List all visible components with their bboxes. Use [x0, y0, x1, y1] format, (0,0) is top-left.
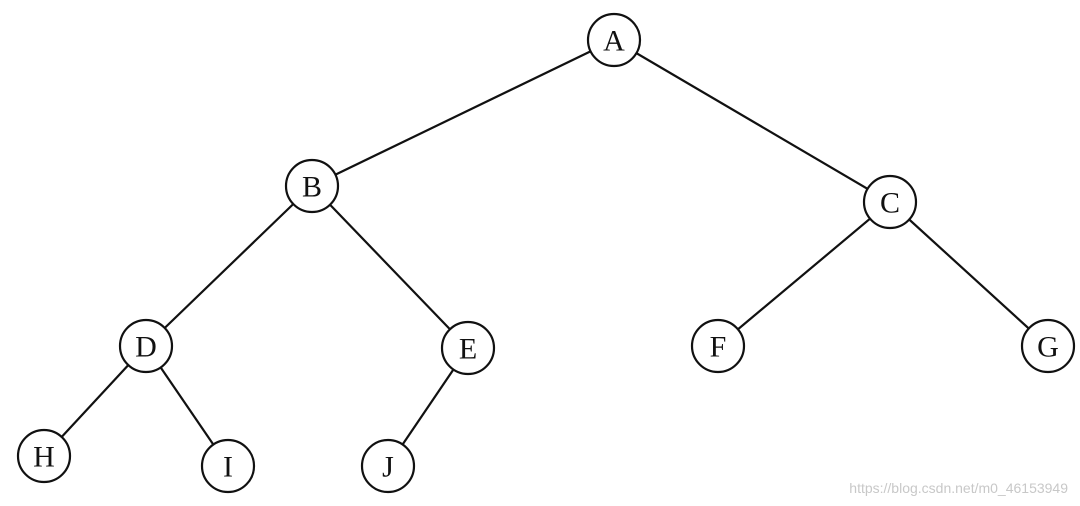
node-circle-a [586, 12, 642, 68]
tree-node-c: C [862, 174, 918, 230]
tree-node-b: B [284, 158, 340, 214]
tree-node-i: I [200, 438, 256, 494]
node-label-j: J [382, 451, 394, 484]
tree-nodes: A B C D E F G H I J [16, 12, 1076, 494]
watermark-text: https://blog.csdn.net/m0_46153949 [849, 480, 1068, 496]
tree-node-e: E [440, 320, 496, 376]
node-label-c: C [880, 187, 900, 220]
tree-node-f: F [690, 318, 746, 374]
node-circle-i [200, 438, 256, 494]
node-label-a: A [603, 25, 625, 58]
node-circle-h [16, 428, 72, 484]
edge-c-f [717, 201, 891, 347]
node-label-i: I [223, 451, 233, 484]
tree-node-j: J [360, 438, 416, 494]
tree-node-g: G [1020, 318, 1076, 374]
node-label-e: E [459, 333, 477, 366]
edge-a-b [311, 39, 615, 187]
node-label-d: D [135, 331, 157, 364]
node-label-h: H [33, 441, 55, 474]
edge-c-g [889, 201, 1049, 347]
edge-a-c [613, 39, 891, 203]
edge-b-e [311, 185, 469, 349]
node-label-g: G [1037, 331, 1059, 364]
node-circle-c [862, 174, 918, 230]
node-label-b: B [302, 171, 322, 204]
node-circle-b [284, 158, 340, 214]
edge-b-d [145, 185, 313, 347]
node-circle-j [360, 438, 416, 494]
node-circle-e [440, 320, 496, 376]
node-label-f: F [710, 331, 727, 364]
node-circle-d [118, 318, 174, 374]
tree-node-h: H [16, 428, 72, 484]
tree-node-d: D [118, 318, 174, 374]
tree-node-a: A [586, 12, 642, 68]
node-circle-g [1020, 318, 1076, 374]
tree-edges [43, 39, 1049, 467]
node-circle-f [690, 318, 746, 374]
